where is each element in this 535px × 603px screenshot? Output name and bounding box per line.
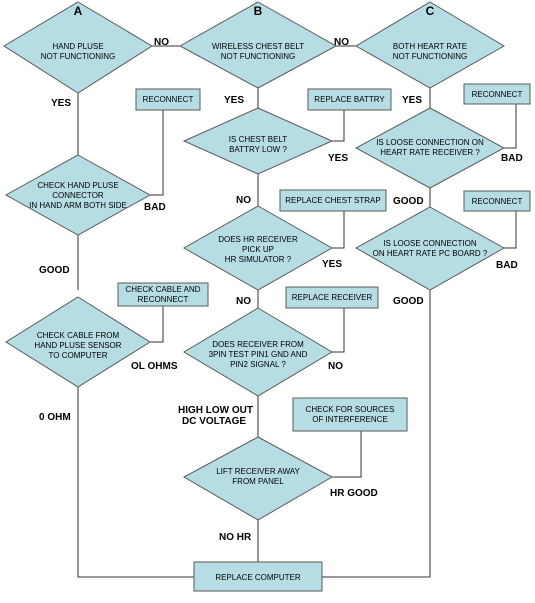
node-check-cable-reconnect: CHECK CABLE AND RECONNECT — [117, 282, 209, 307]
svg-text:IS LOOSE CONNECTION ON: IS LOOSE CONNECTION ON — [376, 138, 484, 147]
node-check-connector: CHECK HAND PLUSE CONNECTOR IN HAND ARM B… — [4, 154, 152, 236]
label-good-receiver: GOOD — [393, 196, 424, 207]
svg-text:CHECK HAND PLUSE: CHECK HAND PLUSE — [37, 181, 118, 190]
edge-signal-to-receiver — [332, 308, 345, 353]
label-good-connector: GOOD — [39, 265, 70, 276]
node-reconnect-c2: RECONNECT — [463, 190, 531, 212]
node-both-hr-line2: NOT FUNCTIONING — [393, 52, 468, 61]
svg-text:RECONNECT: RECONNECT — [472, 197, 523, 206]
node-chest-belt: B WIRELESS CHEST BELT NOT FUNCTIONING — [178, 1, 338, 89]
label-yes-c: YES — [402, 95, 422, 106]
svg-text:ON HEART RATE PC BOARD ?: ON HEART RATE PC BOARD ? — [373, 249, 488, 258]
svg-text:HEART RATE RECEIVER ?: HEART RATE RECEIVER ? — [380, 148, 480, 157]
node-hand-pulse: A HAND PLUSE NOT FUNCTIONING — [3, 1, 153, 94]
node-hr-pickup: DOES HR RECEIVER PICK UP HR SIMULATOR ? — [182, 205, 334, 291]
label-no-bc: NO — [334, 37, 349, 48]
node-reconnect-c1: RECONNECT — [463, 83, 531, 105]
svg-text:CHECK CABLE FROM: CHECK CABLE FROM — [37, 331, 120, 340]
svg-text:REPLACE CHEST STRAP: REPLACE CHEST STRAP — [285, 196, 380, 205]
svg-text:REPLACE BATTRY: REPLACE BATTRY — [314, 95, 385, 104]
label-zero-ohm: 0 OHM — [39, 412, 71, 423]
svg-text:HR SIMULATOR ?: HR SIMULATOR ? — [225, 255, 292, 264]
label-hr-good: HR GOOD — [330, 488, 378, 499]
edge-pickup-to-strap — [332, 211, 345, 249]
node-chest-belt-line1: WIRELESS CHEST BELT — [212, 42, 304, 51]
svg-text:DOES HR RECEIVER: DOES HR RECEIVER — [218, 235, 298, 244]
svg-text:3PIN TEST PIN1 GND AND: 3PIN TEST PIN1 GND AND — [209, 350, 308, 359]
svg-text:CONNECTOR: CONNECTOR — [52, 191, 104, 200]
node-reconnect-a: RECONNECT — [135, 88, 201, 111]
label-bad-connector: BAD — [144, 202, 166, 213]
svg-text:RECONNECT: RECONNECT — [138, 295, 189, 304]
label-no-hr: NO HR — [219, 532, 252, 543]
label-yes-battery: YES — [328, 153, 348, 164]
edge-labels: NO NO YES YES YES YES BAD BAD NO GOOD GO… — [39, 37, 523, 543]
svg-text:HAND PLUSE SENSOR: HAND PLUSE SENSOR — [34, 341, 121, 350]
label-no-pickup: NO — [236, 296, 251, 307]
node-hand-pulse-line1: HAND PLUSE — [52, 42, 103, 51]
label-good-pc: GOOD — [393, 296, 424, 307]
label-no-signal: NO — [328, 361, 343, 372]
svg-text:IS CHEST BELT: IS CHEST BELT — [229, 135, 288, 144]
node-battery-low: IS CHEST BELT BATTRY LOW ? — [182, 107, 334, 175]
label-ol-ohms: OL OHMS — [131, 361, 178, 372]
node-lift-receiver: LIFT RECEIVER AWAY FROM PANEL — [182, 436, 334, 521]
svg-text:IN HAND ARM BOTH SIDE: IN HAND ARM BOTH SIDE — [29, 201, 127, 210]
svg-text:OF INTERFERENCE: OF INTERFERENCE — [312, 415, 388, 424]
label-no-battery: NO — [236, 195, 251, 206]
svg-text:CHECK FOR SOURCES: CHECK FOR SOURCES — [306, 405, 395, 414]
node-hand-pulse-line2: NOT FUNCTIONING — [41, 52, 116, 61]
connector-lines — [77, 45, 517, 578]
svg-text:RECONNECT: RECONNECT — [472, 90, 523, 99]
letter-b: B — [254, 4, 263, 18]
svg-text:CHECK CABLE AND: CHECK CABLE AND — [125, 285, 200, 294]
label-bad-pc: BAD — [496, 260, 518, 271]
svg-text:IS LOOSE CONNECTION: IS LOOSE CONNECTION — [383, 239, 477, 248]
label-high-low-out: HIGH LOW OUT — [178, 405, 253, 416]
edge-connector-to-reconnect — [150, 109, 164, 196]
svg-text:FROM PANEL: FROM PANEL — [232, 477, 284, 486]
edge-pc-to-replace-computer — [322, 290, 431, 578]
label-dc-voltage: DC VOLTAGE — [182, 416, 246, 427]
edge-lift-to-interference — [332, 431, 362, 478]
svg-text:TO COMPUTER: TO COMPUTER — [49, 351, 108, 360]
svg-text:LIFT RECEIVER AWAY: LIFT RECEIVER AWAY — [216, 467, 300, 476]
edge-battery-to-replace — [332, 110, 345, 142]
node-interference: CHECK FOR SOURCES OF INTERFERENCE — [292, 397, 408, 432]
svg-text:REPLACE RECEIVER: REPLACE RECEIVER — [292, 293, 373, 302]
label-yes-a: YES — [51, 98, 71, 109]
letter-a: A — [74, 4, 83, 18]
label-yes-pickup: YES — [322, 259, 342, 270]
label-bad-receiver: BAD — [501, 153, 523, 164]
label-no-ab: NO — [154, 37, 169, 48]
node-both-hr-line1: BOTH HEART RATE — [393, 42, 467, 51]
node-replace-battery: REPLACE BATTRY — [307, 88, 392, 111]
label-yes-b: YES — [224, 95, 244, 106]
edge-receiver-loose-to-reconnect — [504, 104, 517, 149]
svg-text:DOES RECEIVER FROM: DOES RECEIVER FROM — [212, 340, 304, 349]
node-receiver-signal: DOES RECEIVER FROM 3PIN TEST PIN1 GND AN… — [183, 307, 333, 397]
svg-text:BATTRY LOW ?: BATTRY LOW ? — [229, 145, 287, 154]
svg-text:PICK UP: PICK UP — [242, 245, 274, 254]
letter-c: C — [426, 4, 435, 18]
node-replace-computer: REPLACE COMPUTER — [193, 561, 323, 592]
node-replace-strap: REPLACE CHEST STRAP — [279, 189, 387, 212]
svg-text:REPLACE COMPUTER: REPLACE COMPUTER — [215, 573, 301, 582]
node-both-hr: C BOTH HEART RATE NOT FUNCTIONING — [355, 1, 505, 89]
node-check-cable: CHECK CABLE FROM HAND PLUSE SENSOR TO CO… — [5, 296, 151, 388]
edge-cable-to-replace-computer — [77, 387, 194, 578]
node-loose-pc: IS LOOSE CONNECTION ON HEART RATE PC BOA… — [354, 206, 506, 291]
edge-cable-to-check-reconnect — [150, 306, 164, 343]
node-chest-belt-line2: NOT FUNCTIONING — [221, 52, 296, 61]
node-replace-receiver: REPLACE RECEIVER — [285, 286, 379, 309]
svg-text:PIN2 SIGNAL ?: PIN2 SIGNAL ? — [230, 360, 286, 369]
node-loose-receiver: IS LOOSE CONNECTION ON HEART RATE RECEIV… — [354, 107, 506, 189]
svg-text:RECONNECT: RECONNECT — [143, 95, 194, 104]
edge-pc-to-reconnect — [504, 211, 517, 249]
